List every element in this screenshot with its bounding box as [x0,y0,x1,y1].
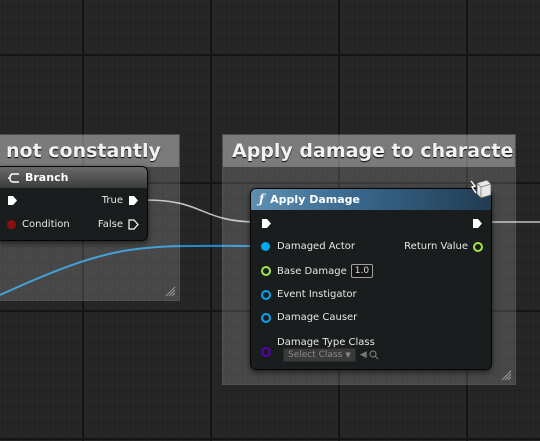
branch-node-header[interactable]: Branch [0,167,147,188]
exec-in-pin[interactable] [7,195,18,206]
comment-title[interactable]: not constantly [0,135,179,167]
base-damage-label: Base Damage [277,265,347,277]
apply-damage-node-header[interactable]: ƒ Apply Damage [251,179,492,210]
return-value-pin[interactable] [473,241,483,252]
damage-type-class-pin[interactable] [261,347,271,357]
base-damage-row[interactable]: Base Damage 1.0 [261,264,374,278]
branch-true-row[interactable]: True [102,195,139,206]
branch-condition-row[interactable]: Condition [7,219,70,230]
base-damage-pin[interactable] [261,266,271,276]
exec-in-pin[interactable] [261,218,272,229]
branch-icon [8,172,19,183]
search-icon[interactable] [369,350,379,360]
damage-causer-label: Damage Causer [277,312,358,323]
damage-causer-row[interactable]: Damage Causer [261,312,357,323]
damaged-actor-row[interactable]: Damaged Actor [261,241,355,252]
event-instigator-row[interactable]: Event Instigator [261,289,357,300]
return-value-row[interactable]: Return Value [404,241,483,252]
condition-pin[interactable] [7,220,16,229]
function-icon: ƒ [259,192,265,206]
comment-title[interactable]: Apply damage to character [223,135,515,167]
true-label: True [101,195,123,206]
apply-damage-exec-out-row[interactable] [472,218,483,229]
branch-node-title: Branch [25,171,69,184]
base-damage-input[interactable]: 1.0 [350,264,374,278]
object-wire-damaged-actor[interactable] [0,244,263,296]
branch-exec-in-row[interactable] [7,195,18,206]
class-picker[interactable]: Select Class ▼ [283,348,356,362]
exec-true-pin[interactable] [128,195,139,206]
event-instigator-pin[interactable] [261,289,271,300]
condition-label: Condition [22,219,70,230]
class-picker-value: Select Class [288,350,343,360]
damage-causer-pin[interactable] [261,312,271,323]
damaged-actor-label: Damaged Actor [277,241,356,252]
resize-grip-icon[interactable] [501,370,512,381]
damage-type-class-label: Damage Type Class [277,336,375,348]
branch-node[interactable]: Branch True Condition False [0,166,148,241]
apply-damage-exec-in-row[interactable] [261,218,272,229]
server-authority-icon [470,179,492,199]
branch-false-row[interactable]: False [98,219,139,230]
damage-type-class-row[interactable]: Damage Type Class [261,335,375,357]
exec-out-pin[interactable] [472,218,483,229]
false-label: False [97,219,123,230]
exec-wire-true[interactable] [145,199,259,223]
arrow-left-icon[interactable]: ◀ [359,350,367,360]
return-value-label: Return Value [404,241,468,252]
exec-false-pin[interactable] [128,219,139,230]
damage-type-class-select[interactable]: Select Class ▼ ◀ [283,348,379,362]
event-instigator-label: Event Instigator [277,289,357,300]
resize-grip-icon[interactable] [165,286,176,297]
apply-damage-node-title: Apply Damage [270,193,360,206]
chevron-down-icon: ▼ [345,351,351,359]
damaged-actor-pin[interactable] [261,242,270,251]
apply-damage-node[interactable]: ƒ Apply Damage Damaged Actor Return Valu… [250,179,492,370]
